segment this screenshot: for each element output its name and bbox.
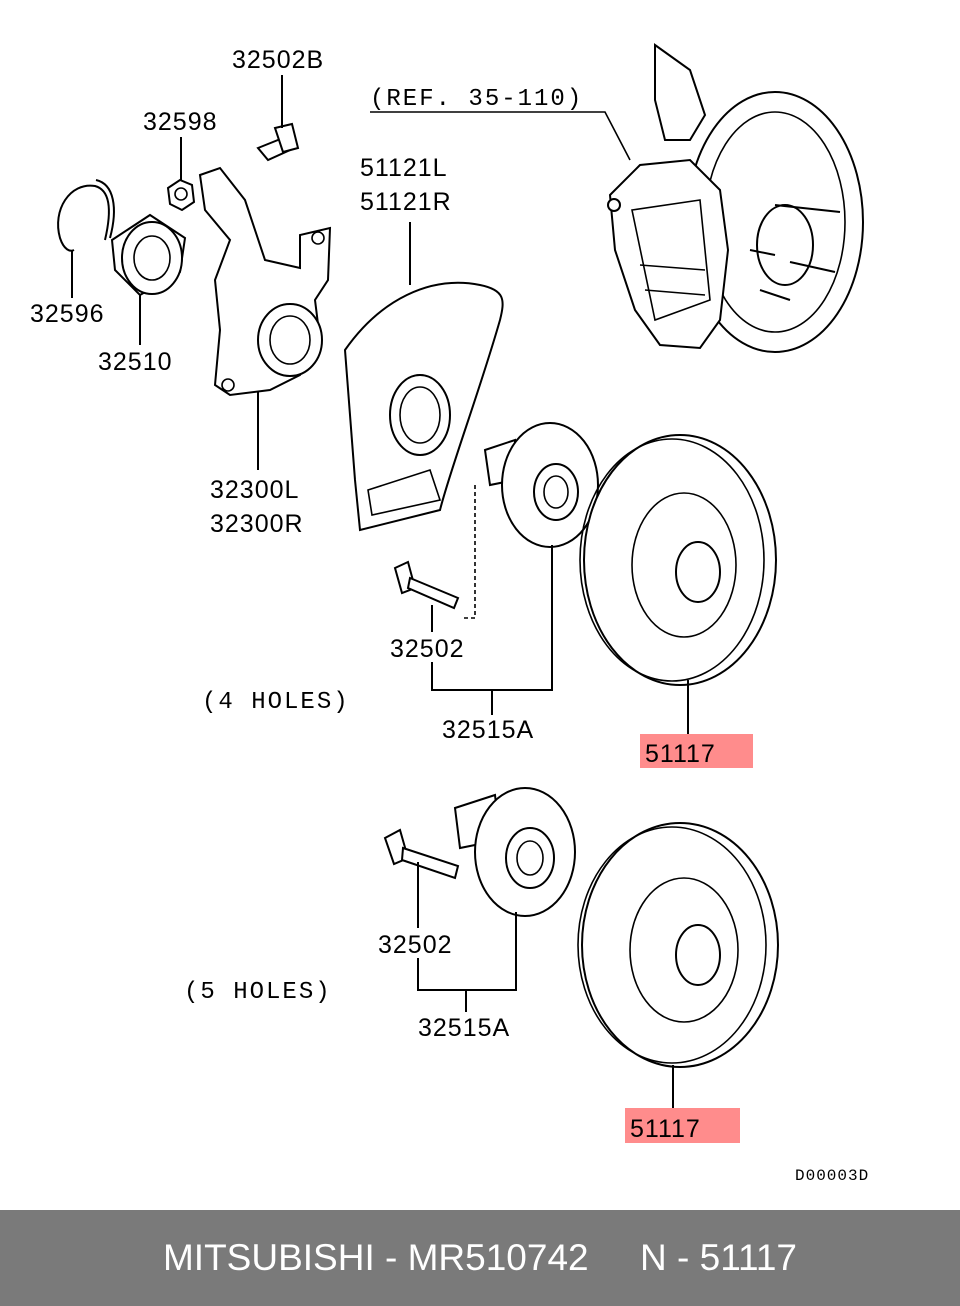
label-32510: 32510 [98,348,173,376]
label-32596: 32596 [30,300,105,328]
brake-disc-bottom-drawing [577,822,779,1068]
label-32502-bottom: 32502 [378,931,453,959]
ref-label: (REF. 35-110) [370,86,583,113]
label-51121l: 51121L [360,154,448,182]
footer-text: MITSUBISHI - MR510742 N - 51117 [162,1237,798,1278]
label-32502b: 32502B [232,46,324,74]
drawing-code: D00003D [795,1167,869,1185]
stud-bottom-drawing [383,828,460,880]
knuckle-drawing [198,166,332,397]
label-32598: 32598 [143,108,218,136]
label-32515a-bottom: 32515A [418,1014,510,1042]
label-32515a-top: 32515A [442,716,534,744]
dust-shield-drawing [343,281,504,532]
exploded-view-svg: (REF. 35-110) 32502B 32598 32596 32510 3… [30,43,869,1185]
label-32300l: 32300L [210,476,299,504]
bearing-32510-drawing [110,213,187,297]
hub-5-holes-drawing [453,787,576,917]
label-5-holes: (5 HOLES) [184,979,332,1006]
label-32300r: 32300R [210,510,304,538]
highlight-51117-bottom [625,1108,740,1143]
highlight-51117-top [640,734,753,768]
hub-4-holes-drawing [483,422,599,548]
label-51121r: 51121R [360,188,452,216]
brake-assembly-drawing [607,43,864,353]
parts-diagram: (REF. 35-110) 32502B 32598 32596 32510 3… [30,43,869,1185]
stud-top-drawing [393,560,460,610]
nut-32598-drawing [166,178,196,212]
brake-disc-top-drawing [579,434,777,686]
leader-32515a-top [431,545,553,691]
bolt-32502b-drawing [256,122,300,162]
label-32502-top: 32502 [390,635,465,663]
footer-bar: MITSUBISHI - MR510742 N - 51117 [0,1210,960,1306]
label-51117-bottom: 51117 [630,1115,701,1143]
ref-leader [370,111,631,161]
snap-ring-drawing [57,184,110,252]
label-51117-top: 51117 [645,740,716,768]
label-4-holes: (4 HOLES) [202,689,350,716]
